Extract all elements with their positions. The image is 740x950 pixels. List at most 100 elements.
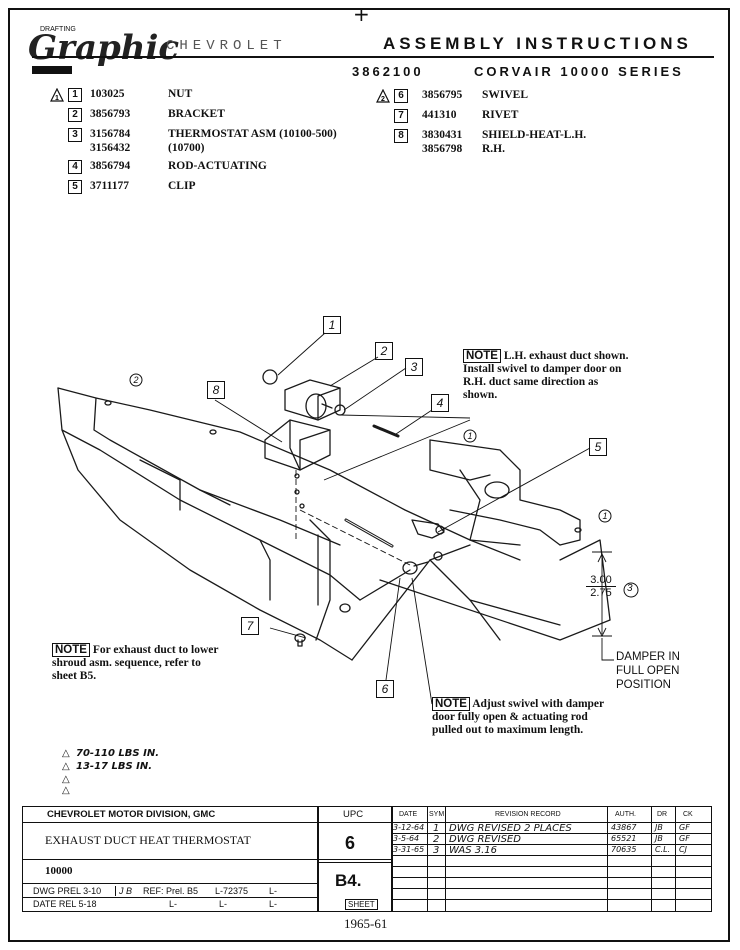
rev-ck: GF (679, 834, 690, 843)
rev-date: 3-5-64 (393, 834, 420, 843)
part-description: SWIVEL (482, 89, 529, 101)
callout-box: 3 (68, 128, 82, 142)
callout-box: 8 (394, 129, 408, 143)
part-description: THERMOSTAT ASM (10100-500) (168, 128, 337, 140)
rev-header-ck: CK (683, 811, 693, 818)
note-line: sheet B5. (52, 670, 97, 682)
callout-7: 7 (241, 617, 259, 635)
part-row: 2 3856793 BRACKET (50, 108, 370, 124)
note-left: NOTE For exhaust duct to lower shroud as… (52, 643, 272, 683)
series-label: CORVAIR 10000 SERIES (474, 64, 684, 79)
callout-6: 6 (376, 680, 394, 698)
part-description: SHIELD-HEAT-L.H. (482, 129, 587, 141)
damper-line: FULL OPEN (616, 665, 680, 677)
part-description: CLIP (168, 180, 196, 192)
rev-date: 3-31-65 (393, 845, 425, 854)
callout-8: 8 (207, 381, 225, 399)
part-description-alt: R.H. (482, 143, 505, 155)
registration-mark: + (353, 2, 370, 26)
part-number: 3856795 (422, 89, 463, 101)
part-description: NUT (168, 88, 193, 100)
circled-ref: 1 (602, 511, 607, 521)
note-label: NOTE (463, 349, 501, 363)
parts-list-right: 2 6 3856795 SWIVEL 7 441310 RIVET 8 3830… (376, 89, 696, 159)
dwg-prel: DWG PREL 3-10 (33, 886, 102, 896)
rev-date: 3-12-64 (393, 823, 425, 832)
document-title: ASSEMBLY INSTRUCTIONS (383, 34, 692, 53)
note-top: NOTE L.H. exhaust duct shown. Install sw… (463, 349, 683, 402)
part-description-alt: (10700) (168, 142, 205, 154)
part-row: 2 6 3856795 SWIVEL (376, 89, 696, 105)
part-number: 3856793 (90, 108, 131, 120)
drawing-sheet (8, 8, 730, 942)
logo: DRAFTING Graphic CHEVROLET (18, 24, 348, 80)
part-number-alt: 3156432 (90, 142, 131, 154)
rev-auth: 43867 (611, 823, 637, 832)
rev-header-date: DATE (399, 811, 418, 818)
callout-box: 6 (394, 89, 408, 103)
parts-list-left: 1 1 103025 NUT 2 3856793 BRACKET 3 31567… (50, 86, 370, 196)
note-bottom: NOTE Adjust swivel with damper door full… (432, 697, 662, 737)
part-number: 3856794 (90, 160, 131, 172)
note-label: NOTE (432, 697, 470, 711)
reference: REF: Prel. B5 (143, 886, 199, 896)
callout-box: 5 (68, 180, 82, 194)
document-number: 3862100 (352, 64, 424, 79)
callout-1: 1 (323, 316, 341, 334)
dimension-ref: 3 (627, 583, 633, 594)
torque-line: 70-110 LBS IN. (76, 748, 159, 759)
logo-bar (32, 66, 72, 74)
rev-auth: 65521 (611, 834, 637, 843)
part-number: 3156784 (90, 128, 131, 140)
part-number: 103025 (90, 88, 125, 100)
part-row: 7 441310 RIVET (376, 109, 696, 125)
rev-dr: JB (655, 834, 663, 843)
rev-header-dr: DR (657, 811, 668, 818)
dimension-lower: 2.75 (590, 587, 612, 599)
callout-2: 2 (375, 342, 393, 360)
note-line: For exhaust duct to lower (92, 644, 219, 656)
damper-note: DAMPER IN FULL OPEN POSITION (616, 650, 680, 692)
brand-text: CHEVROLET (166, 38, 287, 54)
rev-record: WAS 3.16 (449, 845, 498, 856)
part-row: 1 1 103025 NUT (50, 88, 370, 104)
callout-box: 7 (394, 109, 408, 123)
part-description: ROD-ACTUATING (168, 160, 267, 172)
part-number: 3830431 (422, 129, 463, 141)
l-mark: L- (269, 899, 278, 909)
part-number: 3711177 (90, 180, 129, 192)
torque-line: 13-17 LBS IN. (76, 761, 153, 772)
part-number-alt: 3856798 (422, 143, 463, 155)
header-rule (32, 56, 714, 58)
rev-header-sym: SYM (429, 811, 445, 818)
note-line: L.H. exhaust duct shown. (503, 350, 629, 362)
circled-ref: 2 (132, 375, 138, 385)
sheet-label: SHEET (345, 899, 378, 910)
part-number: 441310 (422, 109, 457, 121)
caution-flag-icon: 2 (376, 89, 390, 103)
dimension-value: 3.00 2.75 (586, 574, 616, 599)
damper-line: POSITION (616, 679, 671, 691)
note-label: NOTE (52, 643, 90, 657)
l-mark: L- (269, 886, 278, 896)
division-label: CHEVROLET MOTOR DIVISION, GMC (47, 809, 216, 820)
part-row: 3156432 (10700) (50, 142, 370, 158)
note-line: door fully open & actuating rod (432, 711, 588, 723)
callout-3: 3 (405, 358, 423, 376)
sheet-number: B4. (335, 871, 362, 890)
rev-dr: C.L. (655, 845, 671, 854)
part-row: 8 3830431 SHIELD-HEAT-L.H. (376, 129, 696, 145)
rev-sym: 2 (433, 834, 440, 845)
part-row: 5 3711177 CLIP (50, 180, 370, 196)
rev-ck: GF (679, 823, 690, 832)
note-line: pulled out to maximum length. (432, 724, 584, 736)
callout-4: 4 (431, 394, 449, 412)
rev-record: DWG REVISED (449, 834, 521, 845)
callout-box: 2 (68, 108, 82, 122)
torque-specs: △70-110 LBS IN. △13-17 LBS IN. △ △ (62, 748, 159, 796)
upc-value: 6 (345, 833, 356, 853)
l-mark: L- (169, 899, 178, 909)
part-row: 3 3156784 THERMOSTAT ASM (10100-500) (50, 128, 370, 144)
rev-header-record: REVISION RECORD (495, 811, 561, 818)
svg-text:1: 1 (55, 95, 59, 102)
